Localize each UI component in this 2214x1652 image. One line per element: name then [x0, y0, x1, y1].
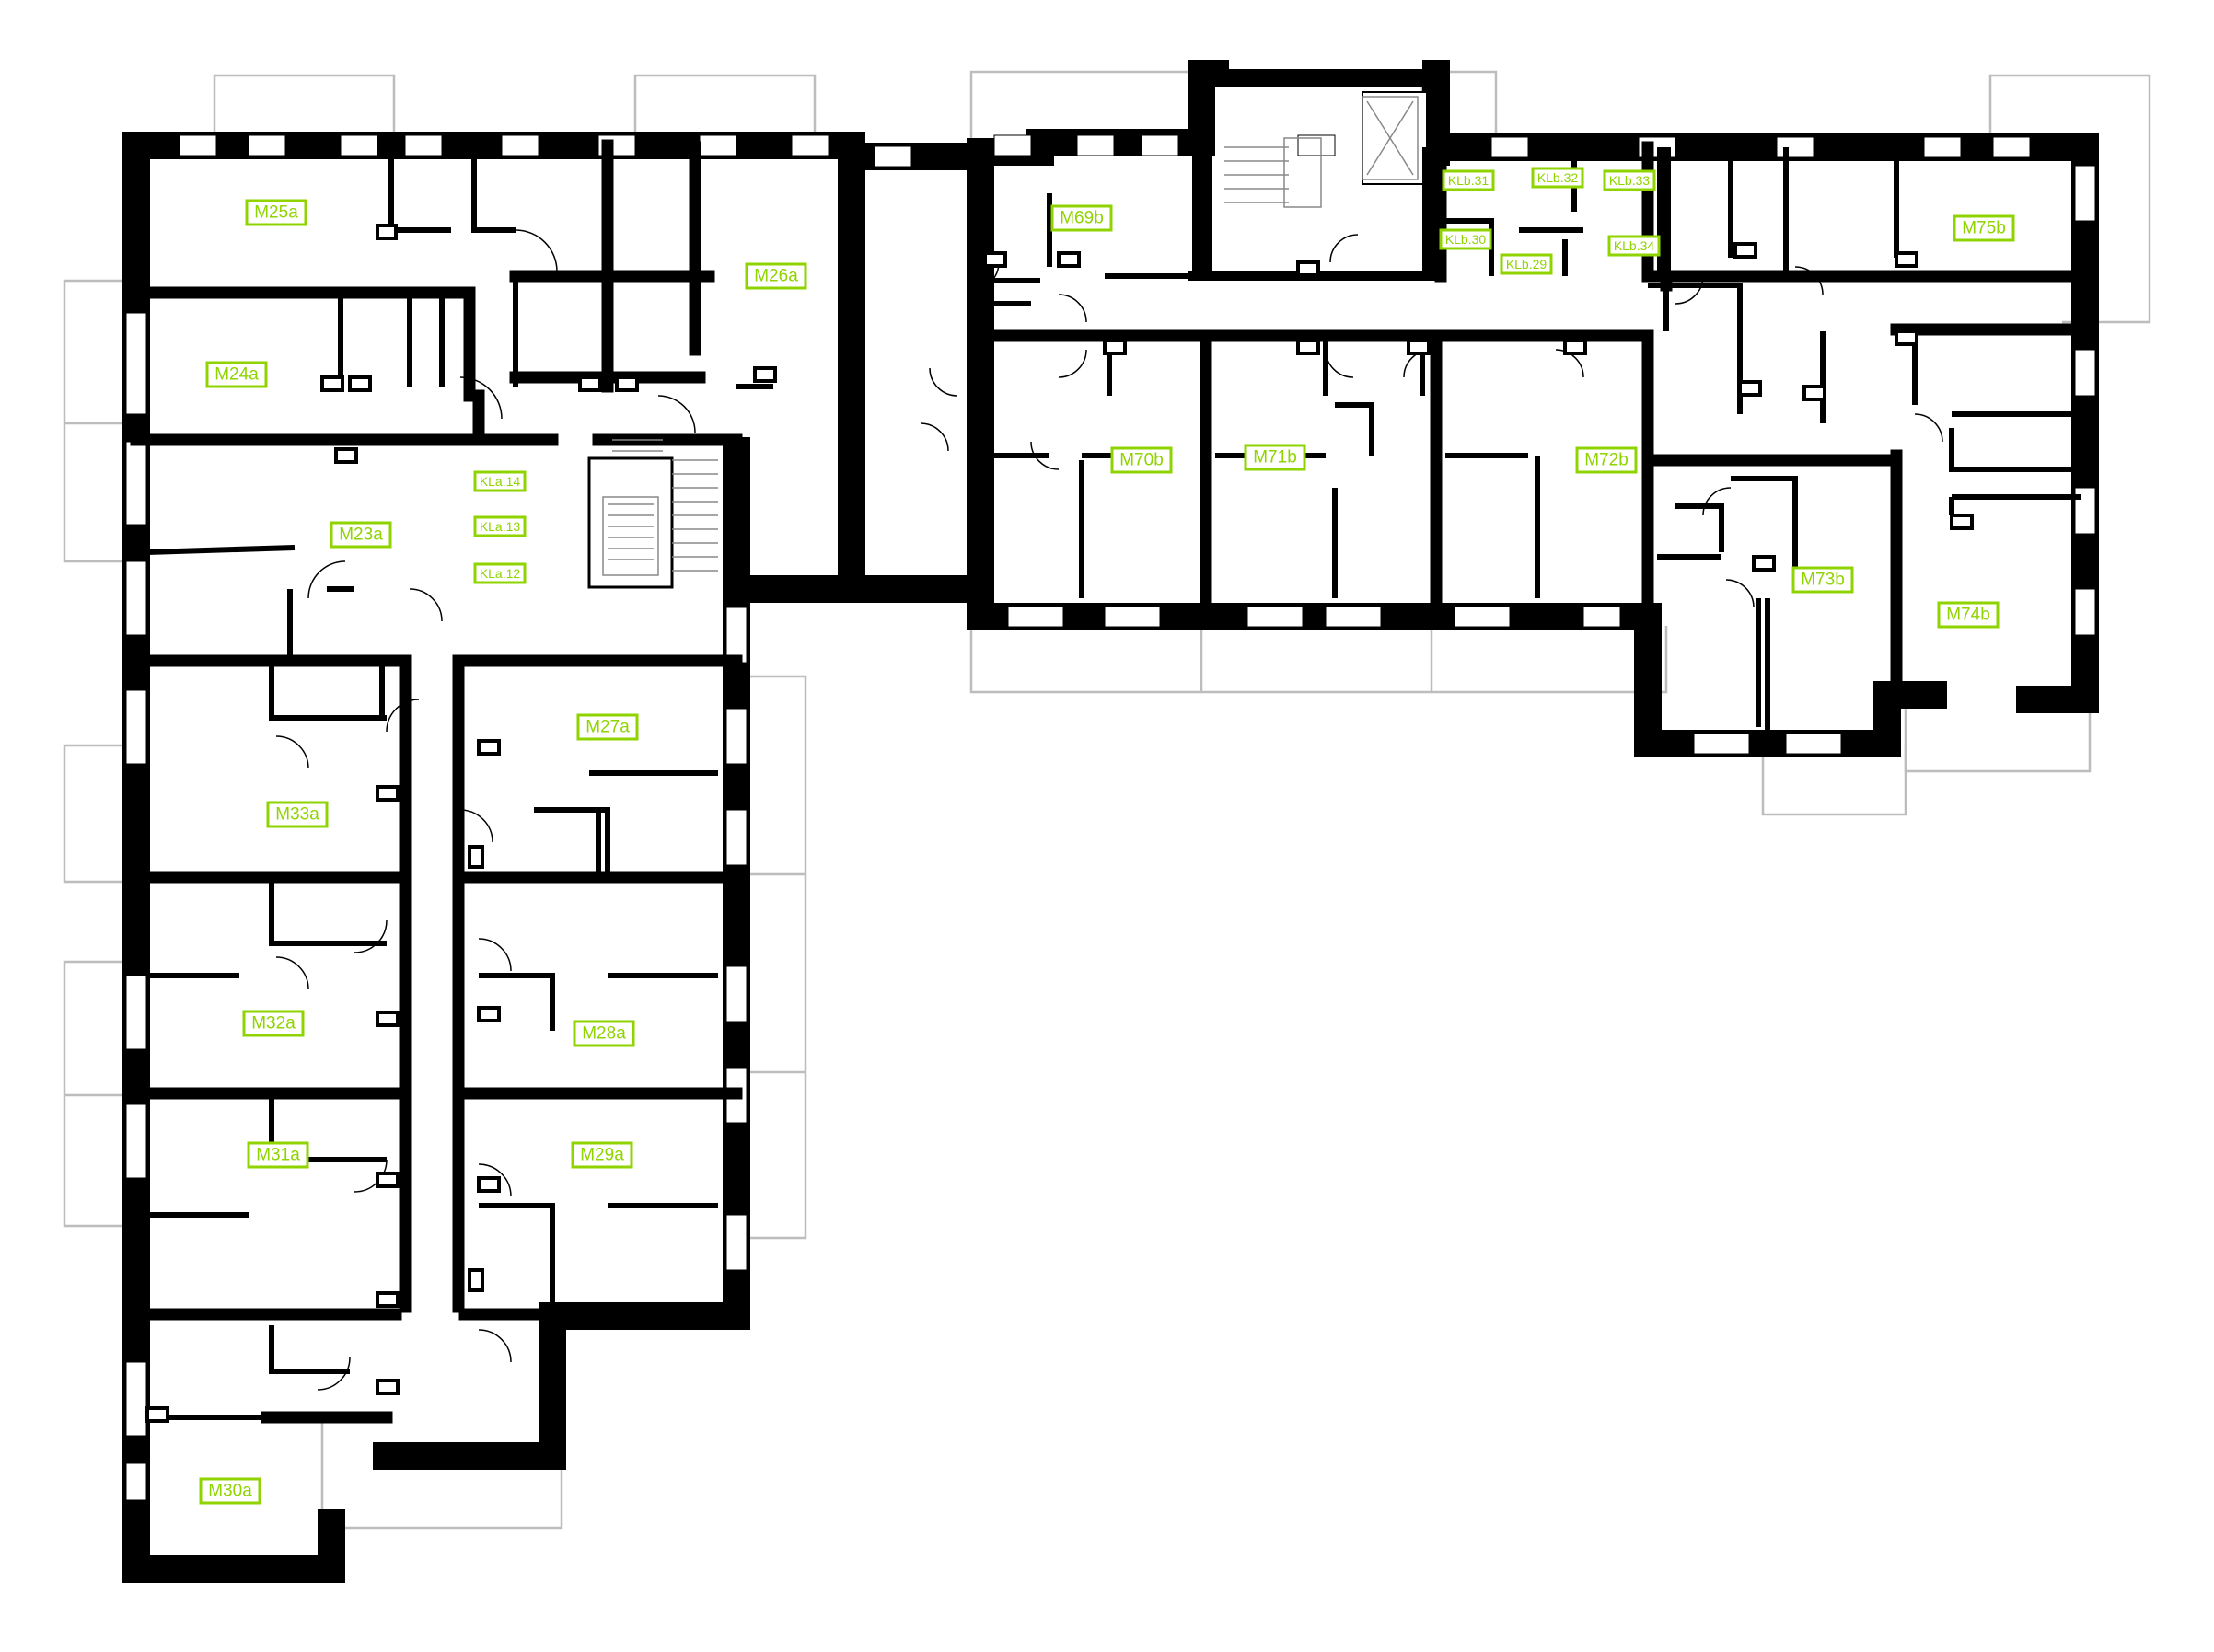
label-text: M30a	[208, 1482, 252, 1501]
apartment-label: M23a	[330, 521, 392, 549]
interior-walls-west	[130, 139, 743, 1461]
label-frame	[745, 262, 807, 290]
storage-label: KLa.12	[473, 562, 527, 584]
label-frame	[573, 1020, 635, 1047]
label-frame	[1244, 444, 1306, 471]
label-frame	[1531, 167, 1584, 189]
label-frame	[1607, 235, 1661, 257]
label-frame	[247, 1141, 309, 1169]
label-frame	[245, 199, 307, 226]
label-frame	[1500, 253, 1553, 275]
apartment-label: M71b	[1244, 444, 1306, 471]
label-frame	[576, 713, 639, 741]
apartment-label: M30a	[199, 1477, 261, 1505]
label-text: KLa.12	[480, 566, 521, 581]
stair-core-west	[587, 439, 718, 589]
storage-label: KLb.30	[1439, 228, 1492, 250]
label-text: M70b	[1119, 451, 1164, 470]
label-text: M74b	[1946, 606, 1990, 625]
apartment-label: M33a	[266, 801, 329, 828]
label-text: M26a	[754, 267, 798, 286]
label-text: M33a	[275, 805, 319, 825]
label-text: M32a	[251, 1014, 296, 1034]
apartment-label: M73b	[1791, 566, 1854, 594]
label-frame	[1575, 446, 1638, 474]
label-frame	[1953, 214, 2015, 242]
label-frame	[330, 521, 392, 549]
apartment-label: M69b	[1050, 204, 1113, 232]
label-frame	[571, 1141, 633, 1169]
label-text: M23a	[339, 526, 383, 545]
label-text: M28a	[582, 1024, 626, 1044]
label-frame	[473, 562, 527, 584]
balconies	[63, 70, 2151, 1530]
label-text: KLb.32	[1537, 170, 1579, 185]
apartment-label: M32a	[242, 1010, 305, 1037]
apartment-label: M72b	[1575, 446, 1638, 474]
partition-walls-east	[980, 147, 2081, 736]
storage-label: KLb.33	[1603, 169, 1656, 191]
door-swings	[275, 229, 1943, 1391]
label-text: M71b	[1253, 448, 1297, 468]
label-frame	[1442, 169, 1495, 191]
label-frame	[205, 361, 268, 388]
label-text: M24a	[214, 365, 259, 385]
label-text: M25a	[254, 203, 298, 223]
label-frame	[1439, 228, 1492, 250]
label-text: KLb.30	[1445, 232, 1487, 247]
apartment-label: M25a	[245, 199, 307, 226]
interior-walls-east	[969, 141, 2092, 706]
apartment-label: M70b	[1110, 446, 1173, 474]
storage-label: KLb.32	[1531, 167, 1584, 189]
label-text: KLb.33	[1609, 173, 1651, 188]
storage-label: KLb.34	[1607, 235, 1661, 257]
label-text: KLa.13	[480, 519, 521, 534]
apartment-label: M31a	[247, 1141, 309, 1169]
apartment-label: M28a	[573, 1020, 635, 1047]
label-frame	[473, 515, 527, 537]
fixtures	[145, 224, 1974, 1423]
stair-core-east	[1224, 96, 1419, 208]
apartment-label: M24a	[205, 361, 268, 388]
label-text: KLb.34	[1614, 238, 1655, 253]
label-text: M29a	[580, 1146, 624, 1165]
storage-label: KLa.14	[473, 470, 527, 492]
label-frame	[266, 801, 329, 828]
label-text: KLa.14	[480, 474, 521, 489]
label-text: M73b	[1801, 571, 1845, 590]
apartment-label: M26a	[745, 262, 807, 290]
label-frame	[473, 470, 527, 492]
storage-label: KLa.13	[473, 515, 527, 537]
label-frame	[199, 1477, 261, 1505]
apartment-label: M74b	[1937, 601, 2000, 629]
label-text: M27a	[585, 718, 630, 737]
label-text: M69b	[1060, 209, 1104, 228]
label-frame	[1603, 169, 1656, 191]
apartment-label: M27a	[576, 713, 639, 741]
label-text: KLb.29	[1506, 257, 1547, 271]
label-frame	[1110, 446, 1173, 474]
apartment-label: M29a	[571, 1141, 633, 1169]
label-frame	[1937, 601, 2000, 629]
storage-label: KLb.29	[1500, 253, 1553, 275]
label-text: M31a	[256, 1146, 300, 1165]
label-text: KLb.31	[1448, 173, 1490, 188]
apartment-label: M75b	[1953, 214, 2015, 242]
label-frame	[242, 1010, 305, 1037]
label-frame	[1791, 566, 1854, 594]
label-text: M72b	[1584, 451, 1629, 470]
label-text: M75b	[1962, 219, 2006, 238]
storage-label: KLb.31	[1442, 169, 1495, 191]
label-frame	[1050, 204, 1113, 232]
